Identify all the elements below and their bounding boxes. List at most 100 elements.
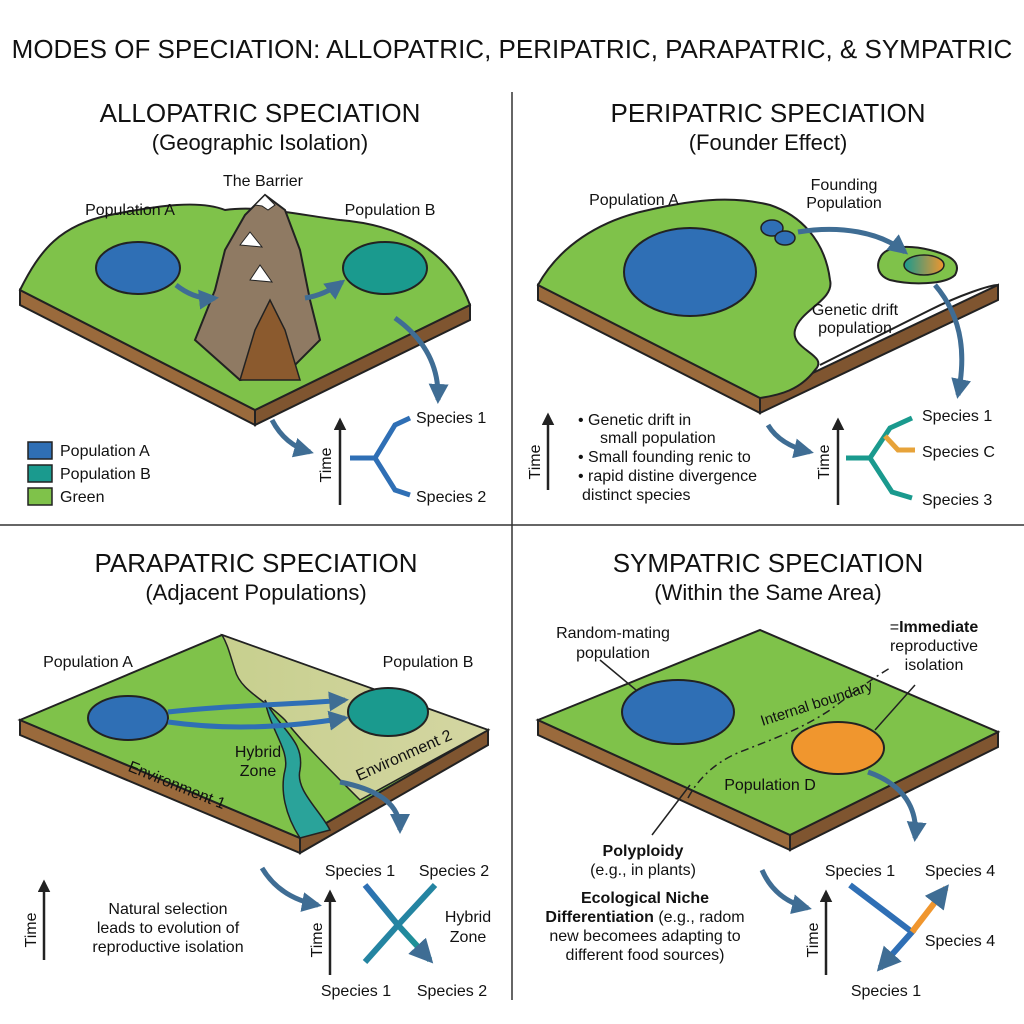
polyploidy-leader xyxy=(651,784,691,836)
tree-hybrid-label-line1: Hybrid xyxy=(445,909,491,926)
tree-hybrid-label-line2: Zone xyxy=(450,929,487,946)
founder-population xyxy=(903,254,945,276)
parapatric-time-label-left: Time xyxy=(23,912,40,947)
parapatric-pop-a xyxy=(87,695,169,741)
parapatric-note-2: leads to evolution of xyxy=(97,920,240,937)
allopatric-arrow-down xyxy=(393,315,449,404)
peripatric-branch-1 xyxy=(846,415,914,461)
legend-swatch-green xyxy=(27,487,53,506)
parapatric-note-3: reproductive isolation xyxy=(92,939,243,956)
immediate-prefix: = xyxy=(890,619,899,636)
parapatric-arrow-down xyxy=(339,779,410,834)
sympatric-arrow-tree xyxy=(759,868,812,914)
allopatric-arrow-tree xyxy=(269,418,314,458)
eco-niche-rest-2: (e.g., radom xyxy=(654,909,745,926)
eco-niche-label-line2: Differentiation (e.g., radom xyxy=(545,909,744,926)
sympatric-tree-new-branch xyxy=(909,884,949,934)
allopatric-pop-a xyxy=(95,241,181,295)
peripatric-pop-a-label: Population A xyxy=(589,192,679,209)
sympatric-heading: SYMPATRIC SPECIATION xyxy=(613,548,924,578)
allopatric-panel: ALLOPATRIC SPECIATION (Geographic Isolat… xyxy=(18,98,486,506)
polyploidy-label: Polyploidy xyxy=(603,843,684,860)
peripatric-arrow-down xyxy=(933,283,971,399)
parapatric-arrow-tree xyxy=(259,866,322,912)
polyploidy-sub: (e.g., in plants) xyxy=(590,862,696,879)
hybrid-zone-label-line2: Zone xyxy=(240,763,277,780)
sympatric-arrow-down xyxy=(867,769,927,842)
allopatric-species-bottom: Species 2 xyxy=(416,489,486,506)
allopatric-arrow-a xyxy=(174,283,219,310)
parapatric-flow-1 xyxy=(167,691,349,715)
allopatric-tree-branch-top xyxy=(350,415,412,461)
immediate-label-line2: reproductive xyxy=(890,638,978,655)
legend-label-pop-b: Population B xyxy=(60,466,151,483)
barrier-snowcap-2 xyxy=(239,231,264,248)
parapatric-species-top-left: Species 1 xyxy=(325,863,395,880)
parapatric-flow-2 xyxy=(167,710,349,731)
founding-cluster-1 xyxy=(760,219,784,237)
eco-niche-bold-2: Differentiation xyxy=(545,909,653,926)
peripatric-branch-c xyxy=(883,434,915,453)
peripatric-note-2: small population xyxy=(600,430,716,447)
parapatric-panel: PARAPATRIC SPECIATION (Adjacent Populati… xyxy=(17,548,491,1000)
parapatric-subheading: (Adjacent Populations) xyxy=(145,580,366,605)
parapatric-heading: PARAPATRIC SPECIATION xyxy=(94,548,417,578)
internal-boundary-line xyxy=(687,667,891,799)
immediate-leader xyxy=(874,684,916,731)
parapatric-pop-b-label: Population B xyxy=(383,654,474,671)
allopatric-time-label: Time xyxy=(318,447,335,482)
allopatric-tree-branch-bottom xyxy=(372,456,411,498)
sympatric-subheading: (Within the Same Area) xyxy=(654,580,881,605)
sympatric-species-bottom: Species 1 xyxy=(851,983,921,1000)
random-mating-population xyxy=(621,679,735,745)
immediate-label-line1: =Immediate xyxy=(890,619,979,636)
sympatric-tree-main-branch xyxy=(848,882,917,972)
hybrid-zone-label-line1: Hybrid xyxy=(235,744,281,761)
allopatric-arrow-b xyxy=(304,279,346,301)
random-mating-label-line1: Random-mating xyxy=(556,625,670,642)
peripatric-panel: PERIPATRIC SPECIATION (Founder Effect) P… xyxy=(527,98,999,509)
parapatric-tree-cross-2 xyxy=(362,882,438,964)
allopatric-pop-b xyxy=(342,241,428,295)
eco-niche-label-line4: different food sources) xyxy=(566,947,725,964)
hybrid-zone-region xyxy=(264,699,332,839)
parapatric-species-bottom-right: Species 2 xyxy=(417,983,487,1000)
allopatric-pop-b-label: Population B xyxy=(345,202,436,219)
sympatric-species-mid-right: Species 4 xyxy=(925,933,995,950)
barrier-label: The Barrier xyxy=(223,173,304,190)
parapatric-pop-b xyxy=(347,687,429,737)
legend-label-green: Green xyxy=(60,489,104,506)
founding-label-line2: Population xyxy=(806,195,882,212)
eco-niche-label-line3: new becomees adapting to xyxy=(549,928,740,945)
barrier-snowcap-3 xyxy=(249,264,274,283)
random-mating-leader xyxy=(599,659,637,691)
population-d-label: Population D xyxy=(724,777,816,794)
sympatric-time-label: Time xyxy=(805,922,822,957)
allopatric-pop-a-label: Population A xyxy=(85,202,175,219)
peripatric-species-3: Species 3 xyxy=(922,492,992,509)
sympatric-species-top-right: Species 4 xyxy=(925,863,995,880)
barrier-base xyxy=(238,298,302,381)
parapatric-species-bottom-left: Species 1 xyxy=(321,983,391,1000)
founding-cluster-2 xyxy=(774,230,796,246)
random-mating-label-line2: population xyxy=(576,645,650,662)
barrier-snowcap xyxy=(253,194,276,211)
peripatric-branch-3 xyxy=(867,456,913,501)
peripatric-soil-right xyxy=(759,283,999,415)
peripatric-pop-a xyxy=(623,227,757,317)
founding-label-line1: Founding xyxy=(811,177,878,194)
peripatric-note-1: • Genetic drift in xyxy=(578,412,691,429)
drift-label-line1: Genetic drift xyxy=(812,302,899,319)
peripatric-heading: PERIPATRIC SPECIATION xyxy=(611,98,926,128)
eco-niche-label-line1: Ecological Niche xyxy=(581,890,709,907)
immediate-bold: Immediate xyxy=(899,619,978,636)
peripatric-time-label-left: Time xyxy=(527,444,544,479)
sympatric-land xyxy=(535,628,1001,837)
legend-swatch-pop-a xyxy=(27,441,53,460)
parapatric-species-top-right: Species 2 xyxy=(419,863,489,880)
parapatric-time-label-tree: Time xyxy=(309,922,326,957)
population-d xyxy=(791,721,885,775)
peripatric-note-5: distinct species xyxy=(582,487,691,504)
parapatric-note-1: Natural selection xyxy=(108,901,227,918)
founding-arrow xyxy=(797,226,909,255)
